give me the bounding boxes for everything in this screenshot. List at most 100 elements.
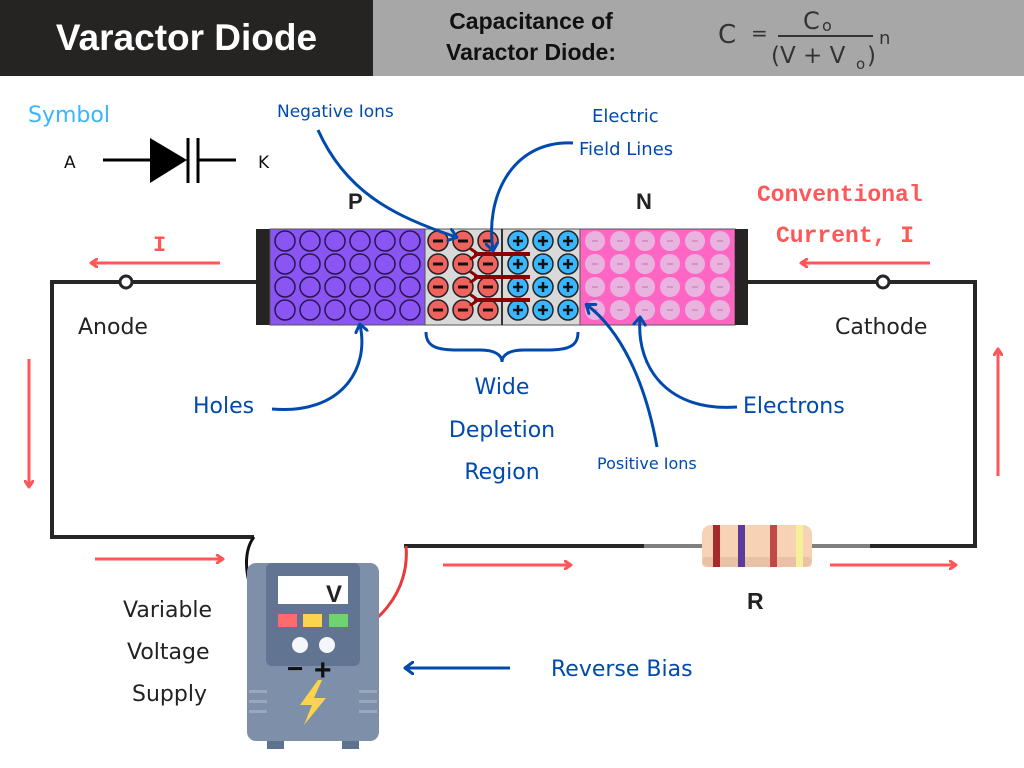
electron xyxy=(610,231,630,251)
negative-ion xyxy=(477,276,499,298)
formula-denominator-close: ) xyxy=(867,43,876,69)
hole xyxy=(324,276,346,298)
electron xyxy=(635,277,655,297)
electric-field-label-line2: Field Lines xyxy=(579,139,673,160)
electrons-pointer xyxy=(640,318,738,409)
resistor-label: R xyxy=(747,588,764,614)
hole xyxy=(399,299,421,321)
formula-numerator: C xyxy=(803,7,820,35)
supply-label-line3: Supply xyxy=(132,682,207,707)
positive-ion xyxy=(532,230,554,252)
hole xyxy=(399,230,421,252)
electrons-grid xyxy=(585,231,730,320)
electric-field-lines xyxy=(474,254,530,300)
anode-label: Anode xyxy=(78,315,148,340)
positive-ion xyxy=(532,253,554,275)
electron xyxy=(710,277,730,297)
yellow-indicator[interactable] xyxy=(303,614,322,627)
negative-ions-label: Negative Ions xyxy=(277,102,394,122)
positive-ion xyxy=(557,230,579,252)
electron xyxy=(685,231,705,251)
conventional-current-line2: Current, I xyxy=(776,223,914,249)
capacitance-formula: C = C o (V + V o ) n xyxy=(718,7,890,73)
anode-contact xyxy=(256,229,270,325)
vent-line xyxy=(359,710,377,713)
red-indicator[interactable] xyxy=(278,614,297,627)
positive-ions-grid xyxy=(507,230,579,321)
hole xyxy=(274,253,296,275)
resistor-band xyxy=(796,525,803,567)
field-lines-pointer xyxy=(492,141,574,250)
cathode-terminal xyxy=(875,274,891,290)
negative-ion xyxy=(452,230,474,252)
diode-symbol: Symbol A K xyxy=(28,103,270,183)
n-region xyxy=(579,228,736,326)
negative-ion xyxy=(477,253,499,275)
positive-ion xyxy=(557,276,579,298)
hole xyxy=(349,253,371,275)
resistor-band xyxy=(713,525,720,567)
electron xyxy=(685,254,705,274)
holes-pointer xyxy=(271,325,362,412)
formula-numerator-sub: o xyxy=(822,16,832,35)
hole xyxy=(274,299,296,321)
hole xyxy=(349,299,371,321)
n-label: N xyxy=(636,189,652,214)
depletion-label-line3: Region xyxy=(464,460,539,485)
hole xyxy=(399,276,421,298)
electron xyxy=(585,277,605,297)
holes-grid xyxy=(274,230,421,321)
symbol-cathode-letter: K xyxy=(258,153,270,173)
electron xyxy=(610,277,630,297)
negative-terminal[interactable] xyxy=(292,637,308,653)
negative-ion xyxy=(477,299,499,321)
formula-lhs: C xyxy=(718,20,736,50)
current-arrows xyxy=(29,263,998,565)
electron xyxy=(610,300,630,320)
negative-ions-pointer xyxy=(316,129,456,237)
electron xyxy=(585,254,605,274)
positive-ion xyxy=(507,299,529,321)
electron xyxy=(635,231,655,251)
electron xyxy=(635,300,655,320)
positive-terminal[interactable] xyxy=(319,637,335,653)
p-label: P xyxy=(348,189,363,214)
depletion-brace xyxy=(424,331,580,363)
positive-ion xyxy=(507,253,529,275)
annotation-labels: Negative Ions Electric Field Lines Holes… xyxy=(193,102,845,682)
negative-ion xyxy=(452,276,474,298)
electron xyxy=(710,254,730,274)
formula-banner: Capacitance of Varactor Diode: C = C o (… xyxy=(373,0,1024,76)
resistor-band xyxy=(738,525,745,567)
positive-ion xyxy=(532,299,554,321)
hole xyxy=(324,253,346,275)
resistor-band xyxy=(770,525,777,567)
positive-ion xyxy=(532,276,554,298)
negative-ion xyxy=(477,230,499,252)
p-region xyxy=(269,228,426,326)
electron xyxy=(710,300,730,320)
annotation-arrows xyxy=(271,129,738,668)
resistor-body xyxy=(702,525,812,567)
wire-right xyxy=(748,280,977,548)
cathode-contact xyxy=(735,229,748,325)
negative-ion xyxy=(427,276,449,298)
supply-label-line1: Variable xyxy=(123,598,212,623)
negative-ion xyxy=(452,299,474,321)
lightning-bolt-icon xyxy=(300,680,326,725)
positive-ion xyxy=(557,299,579,321)
electron xyxy=(660,277,680,297)
meter-unit: V xyxy=(326,581,342,608)
title-banner: Varactor Diode xyxy=(0,0,373,76)
green-indicator[interactable] xyxy=(329,614,348,627)
capacitance-title-line1: Capacitance of xyxy=(449,8,613,34)
depletion-label-line1: Wide xyxy=(475,375,530,400)
hole xyxy=(374,276,396,298)
electron xyxy=(710,231,730,251)
electron xyxy=(610,254,630,274)
electron xyxy=(660,300,680,320)
diode-triangle xyxy=(150,138,187,183)
hole xyxy=(299,299,321,321)
hole xyxy=(374,299,396,321)
